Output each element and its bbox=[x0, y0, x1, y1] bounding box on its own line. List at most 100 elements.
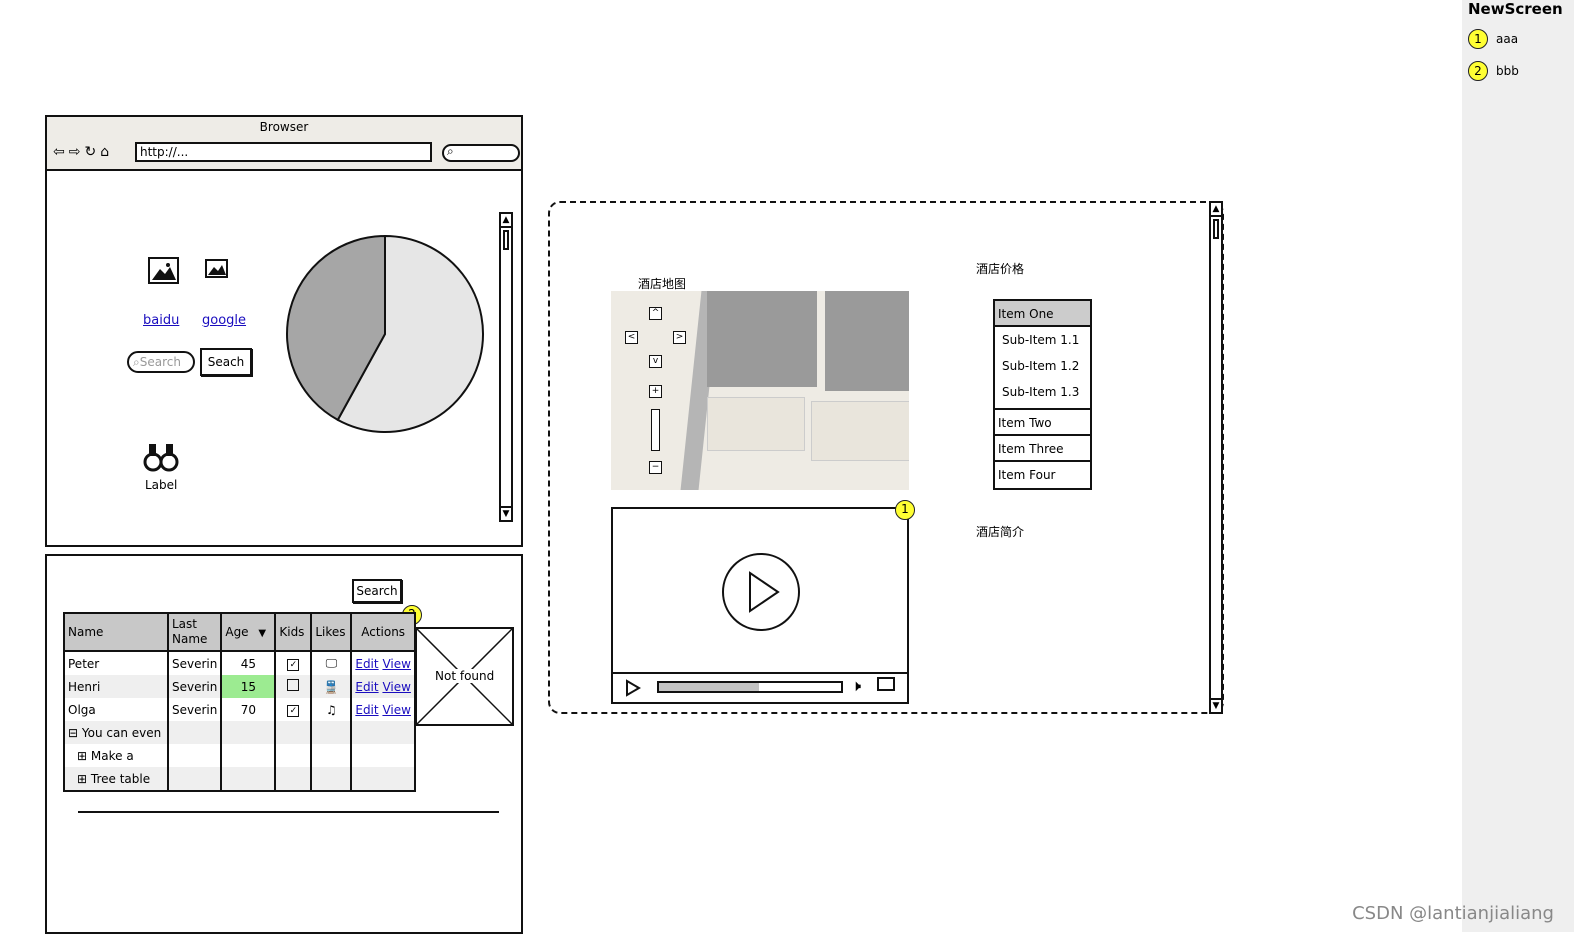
column-header-likes[interactable]: Likes bbox=[310, 613, 353, 652]
note-text: aaa bbox=[1496, 32, 1519, 46]
menu-item-one[interactable]: Item One bbox=[995, 301, 1090, 327]
browser-scrollbar[interactable]: ▲ ▼ bbox=[499, 212, 513, 522]
map-widget[interactable]: ^ < > v + − bbox=[611, 291, 909, 490]
menu-sub-item[interactable]: Sub-Item 1.1 bbox=[1002, 333, 1080, 347]
tree-row[interactable]: ⊟ You can even bbox=[63, 721, 416, 744]
kids-checkbox-unchecked[interactable] bbox=[287, 679, 300, 691]
scroll-up-icon[interactable]: ▲ bbox=[501, 214, 511, 228]
scroll-down-icon[interactable]: ▼ bbox=[1211, 698, 1221, 712]
map-zoom-in-icon[interactable]: + bbox=[649, 385, 662, 398]
table-row[interactable]: Olga Severin 70 ✓ ♫ Edit View bbox=[63, 698, 416, 721]
scroll-down-icon[interactable]: ▼ bbox=[501, 506, 511, 520]
url-field[interactable]: http://... bbox=[135, 142, 432, 162]
cell-likes: 🚆 bbox=[310, 675, 353, 698]
table-row[interactable]: Henri Severin 15 🚆 Edit View bbox=[63, 675, 416, 698]
tree-row[interactable]: ⊞ Make a bbox=[63, 744, 416, 767]
sort-desc-icon[interactable]: ▼ bbox=[258, 628, 267, 639]
hotel-frame bbox=[548, 201, 1224, 714]
link-baidu[interactable]: baidu bbox=[143, 313, 180, 328]
browser-search-field[interactable]: ⌕ bbox=[442, 144, 520, 162]
menu-item-three[interactable]: Item Three bbox=[995, 436, 1090, 462]
cell-age: 70 bbox=[220, 698, 277, 721]
tree-expand-icon[interactable]: ⊞ bbox=[77, 748, 88, 763]
tree-row[interactable]: ⊞ Tree table bbox=[63, 767, 416, 791]
edit-link[interactable]: Edit bbox=[355, 656, 379, 671]
column-header-actions[interactable]: Actions bbox=[350, 613, 416, 652]
link-google[interactable]: google bbox=[202, 313, 247, 328]
video-controls: 🕨 bbox=[613, 672, 907, 702]
cell-name: Henri bbox=[63, 675, 169, 698]
video-progress-bar[interactable] bbox=[657, 681, 843, 693]
cell-age: 15 bbox=[220, 675, 277, 698]
forward-icon[interactable]: ⇨ bbox=[68, 144, 81, 160]
map-block bbox=[811, 401, 909, 461]
browser-window: Browser ⇦ ⇨ ↻ ⌂ http://... ⌕ ▲ ▼ baidu g… bbox=[45, 115, 523, 547]
menu-sub-item[interactable]: Sub-Item 1.2 bbox=[1002, 359, 1080, 373]
view-link[interactable]: View bbox=[382, 679, 411, 694]
cell-actions: Edit View bbox=[350, 675, 416, 698]
train-icon: 🚆 bbox=[323, 679, 339, 694]
map-block bbox=[825, 291, 909, 391]
column-header-age[interactable]: Age ▼ bbox=[220, 613, 277, 652]
cell-kids bbox=[274, 675, 313, 698]
play-large-icon[interactable] bbox=[720, 551, 802, 633]
frame-scrollbar[interactable]: ▲ ▼ bbox=[1209, 201, 1223, 714]
note-item[interactable]: 2 bbb bbox=[1468, 61, 1519, 81]
kids-checkbox-checked[interactable]: ✓ bbox=[287, 659, 300, 671]
column-header-name[interactable]: Name bbox=[63, 613, 169, 652]
image-not-found-text: Not found bbox=[433, 669, 497, 683]
note-number: 2 bbox=[1468, 61, 1488, 81]
note-text: bbb bbox=[1496, 64, 1519, 78]
view-link[interactable]: View bbox=[382, 656, 411, 671]
annotation-badge-1[interactable]: 1 bbox=[895, 500, 915, 520]
map-pan-left-icon[interactable]: < bbox=[625, 331, 638, 344]
volume-icon[interactable]: 🕨 bbox=[851, 676, 862, 695]
map-pan-up-icon[interactable]: ^ bbox=[649, 307, 662, 320]
edit-link[interactable]: Edit bbox=[355, 702, 379, 717]
column-header-last-name[interactable]: Last Name bbox=[166, 613, 223, 652]
view-link[interactable]: View bbox=[382, 702, 411, 717]
table-row[interactable]: Peter Severin 45 ✓ 🖵 Edit View bbox=[63, 651, 416, 675]
cell-last-name: Severin bbox=[166, 698, 223, 721]
menu-item-four[interactable]: Item Four bbox=[998, 468, 1056, 482]
play-icon[interactable] bbox=[625, 679, 641, 697]
tree-expand-icon[interactable]: ⊞ bbox=[77, 771, 88, 786]
video-player[interactable]: 🕨 bbox=[611, 507, 909, 704]
edit-link[interactable]: Edit bbox=[355, 679, 379, 694]
menu-item-two[interactable]: Item Two bbox=[995, 410, 1090, 436]
note-item[interactable]: 1 aaa bbox=[1468, 29, 1518, 49]
icon-label: Label bbox=[145, 478, 178, 492]
map-pan-down-icon[interactable]: v bbox=[649, 355, 662, 368]
scroll-thumb[interactable] bbox=[1213, 219, 1219, 239]
tree-label: Tree table bbox=[90, 771, 151, 786]
map-block bbox=[707, 291, 817, 387]
pie-chart bbox=[286, 234, 484, 433]
scroll-up-icon[interactable]: ▲ bbox=[1211, 203, 1221, 217]
map-zoom-out-icon[interactable]: − bbox=[649, 461, 662, 474]
kids-checkbox-checked[interactable]: ✓ bbox=[287, 705, 300, 717]
menu-sub-item[interactable]: Sub-Item 1.3 bbox=[995, 379, 1090, 410]
notes-title: NewScreen bbox=[1468, 0, 1563, 18]
search-input[interactable]: ⌕Search bbox=[127, 351, 195, 373]
cell-kids: ✓ bbox=[274, 651, 313, 675]
map-pan-right-icon[interactable]: > bbox=[673, 331, 686, 344]
column-header-kids[interactable]: Kids bbox=[274, 613, 313, 652]
scroll-thumb[interactable] bbox=[503, 230, 509, 250]
image-icon bbox=[148, 257, 179, 284]
tree-collapse-icon[interactable]: ⊟ bbox=[68, 725, 79, 740]
fullscreen-icon[interactable] bbox=[877, 677, 895, 691]
search-icon: ⌕ bbox=[133, 355, 140, 369]
browser-toolbar: Browser ⇦ ⇨ ↻ ⌂ http://... ⌕ bbox=[47, 117, 521, 171]
reload-icon[interactable]: ↻ bbox=[84, 144, 97, 160]
home-icon[interactable]: ⌂ bbox=[100, 144, 110, 160]
notes-panel: NewScreen 1 aaa 2 bbb bbox=[1462, 0, 1574, 932]
horizontal-rule bbox=[78, 811, 499, 813]
intro-label: 酒店简介 bbox=[976, 525, 1025, 539]
age-header-label: Age bbox=[225, 625, 249, 639]
back-icon[interactable]: ⇦ bbox=[53, 144, 65, 160]
browser-nav-icons: ⇦ ⇨ ↻ ⌂ bbox=[53, 144, 109, 160]
seach-button[interactable]: Seach bbox=[200, 348, 252, 376]
data-table: Name Last Name Age ▼ Kids Likes Actions … bbox=[63, 612, 416, 792]
map-zoom-slider[interactable] bbox=[651, 409, 660, 451]
table-search-button[interactable]: Search bbox=[352, 579, 402, 603]
